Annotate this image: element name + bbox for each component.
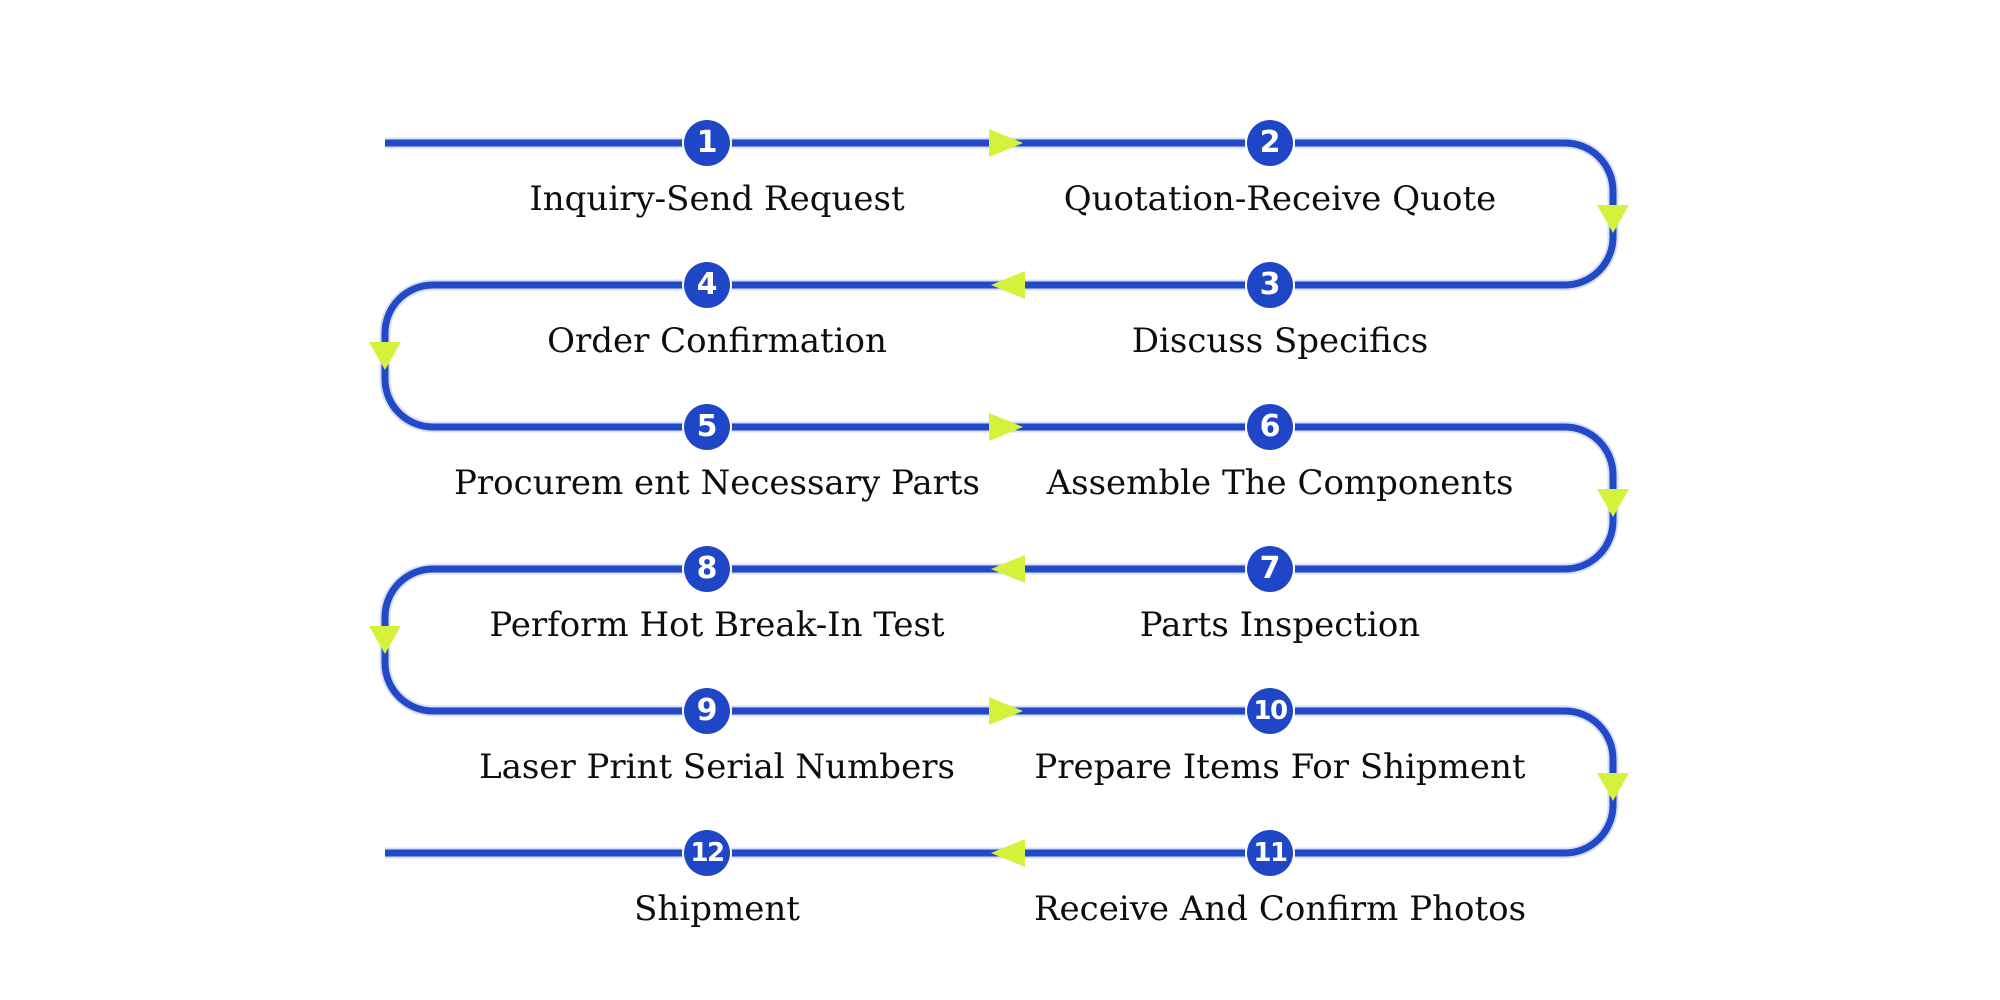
step-label: Perform Hot Break-In Test [489,605,945,645]
flow-arrow-right-icon [989,413,1023,441]
step-number-badge: 5 [684,404,730,450]
flow-arrow-down-icon [1597,489,1629,517]
flow-arrow-left-icon [991,839,1025,867]
step-label: Procurem ent Necessary Parts [454,463,980,503]
step-label: Laser Print Serial Numbers [479,747,955,787]
step-label: Order Confirmation [547,321,887,361]
step-number-badge: 12 [684,830,730,876]
step-label: Assemble The Components [1046,463,1514,503]
step-number-badge: 4 [684,262,730,308]
step-number-badge: 9 [684,688,730,734]
step-label: Receive And Confirm Photos [1033,889,1527,929]
step-number-badge: 8 [684,546,730,592]
step-label: Quotation-Receive Quote [1063,179,1497,219]
flow-arrow-down-icon [1597,205,1629,233]
step-label: Prepare Items For Shipment [1034,747,1526,787]
step-label: Inquiry-Send Request [529,179,905,219]
step-number-badge: 3 [1247,262,1293,308]
flow-arrow-down-icon [369,342,401,370]
step-label: Parts Inspection [1139,605,1421,645]
flow-arrow-down-icon [1597,773,1629,801]
flow-arrow-right-icon [989,697,1023,725]
step-number-badge: 11 [1247,830,1293,876]
flow-arrow-left-icon [991,555,1025,583]
step-number-badge: 1 [684,120,730,166]
step-label: Discuss Specifics [1131,321,1429,361]
flow-arrow-down-icon [369,626,401,654]
flow-arrow-right-icon [989,129,1023,157]
step-number-badge: 6 [1247,404,1293,450]
step-number-badge: 2 [1247,120,1293,166]
step-number-badge: 10 [1247,688,1293,734]
flow-arrow-left-icon [991,271,1025,299]
step-number-badge: 7 [1247,546,1293,592]
step-label: Shipment [634,889,800,929]
